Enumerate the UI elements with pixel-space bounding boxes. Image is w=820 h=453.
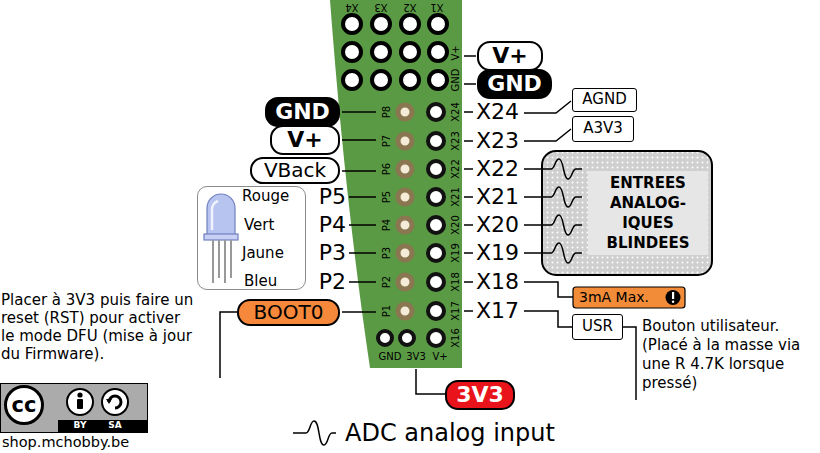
button-note: Bouton utilisateur. (Placé à la masse vi… (642, 317, 814, 393)
vback-pill: VBack (250, 157, 340, 184)
node-text: V+ (287, 127, 322, 152)
node-text: 3V3 (456, 382, 504, 407)
analog-input-box: ENTREES ANALOG- IQUES BLINDEES (541, 150, 713, 276)
pin-name: X18 (476, 269, 519, 295)
header-pin-label: X4 (345, 1, 358, 13)
board-pin-label: V+ (432, 351, 447, 363)
node-text: BOOT0 (254, 301, 324, 324)
p-pads (398, 105, 412, 318)
adc-symbols (543, 159, 582, 263)
function-box: AGND (572, 88, 637, 112)
header-pin-label: X1 (430, 1, 443, 13)
website: shop.mchobby.be (2, 434, 129, 451)
board-pin-label: X20 (450, 215, 462, 235)
board-pin-label: X22 (450, 159, 462, 179)
pin-name: P4 (319, 212, 346, 238)
legend-adc-symbol (293, 421, 336, 445)
board-pin-label: X24 (450, 102, 462, 122)
board-pin-label: P6 (381, 163, 393, 175)
board-pin-label: X23 (450, 131, 462, 151)
node-text: Rouge (242, 188, 289, 205)
pin-name: X23 (476, 128, 519, 154)
board (330, 0, 462, 368)
function-box: USR (572, 314, 623, 340)
node-text: Bleu (244, 273, 277, 290)
ground-pill: GND (265, 97, 340, 127)
node-text: V+ (492, 43, 527, 68)
shielded-input-ground (542, 151, 712, 275)
pin-name: X19 (476, 240, 519, 266)
pin-name: X20 (476, 212, 519, 238)
board-pin-label: X18 (450, 272, 462, 292)
header-pin-label: X2 (403, 1, 416, 13)
board-pin-label: X16 (450, 328, 462, 348)
node-text: Jaune (242, 245, 284, 262)
pin-name: X17 (476, 298, 519, 324)
pin-name: X24 (476, 99, 519, 125)
board-pin-label: X21 (450, 187, 462, 207)
node-text: SA (103, 420, 127, 431)
node-text: Vert (244, 217, 274, 234)
ground-pill: GND (477, 69, 552, 99)
board-pin-label: P3 (381, 247, 393, 259)
pin-name: P3 (319, 240, 346, 266)
header-pin-label: GND (450, 69, 462, 92)
power-pill: V+ (477, 41, 543, 71)
board-pin-label: X17 (450, 301, 462, 321)
power-pill: V+ (270, 125, 340, 155)
header-pin-label: X3 (374, 1, 387, 13)
node-text: AGND (582, 91, 626, 108)
header-holes (343, 15, 447, 89)
board-pin-label: P1 (381, 305, 393, 317)
pin-name: X21 (476, 184, 519, 210)
board-pin-label: X19 (450, 243, 462, 263)
pin-name: P5 (319, 184, 346, 210)
node-text: cc (4, 385, 44, 425)
node-text: VBack (264, 159, 326, 182)
node-text: A3V3 (583, 120, 623, 137)
header-pin-label: V+ (450, 45, 462, 60)
legend-text: ADC analog input (345, 419, 555, 448)
x-pin-holes (378, 104, 444, 346)
board-pin-label: P8 (381, 106, 393, 118)
board-pin-label: 3V3 (406, 351, 426, 363)
boot-note: Placer à 3V3 puis faire un reset (RST) p… (1, 291, 197, 363)
board-pin-label: P7 (381, 135, 393, 147)
node-text: 3mA Max. (579, 289, 649, 305)
current-warning (573, 287, 685, 308)
boot-pill: BOOT0 (237, 299, 340, 326)
node-text: BY (68, 420, 92, 431)
led-box: RougeVertJauneBleu (197, 186, 306, 290)
node-text: GND (275, 99, 330, 124)
node-text: GND (487, 71, 542, 96)
function-box: A3V3 (572, 116, 634, 142)
supply-pill: 3V3 (445, 380, 515, 410)
license-badge: ccBY SA (0, 383, 148, 433)
cc-license-logo (1, 384, 148, 433)
node-text: USR (582, 318, 613, 335)
board-pin-label: P4 (381, 219, 393, 231)
node-text: ENTREES ANALOG- IQUES BLINDEES (588, 171, 708, 255)
board-pin-label: P2 (381, 276, 393, 288)
pin-name: P2 (319, 269, 346, 295)
pin-name: X22 (476, 156, 519, 182)
board-pin-label: GND (379, 351, 402, 363)
board-pin-label: P5 (381, 191, 393, 203)
current-limit-box: 3mA Max. (573, 287, 685, 308)
